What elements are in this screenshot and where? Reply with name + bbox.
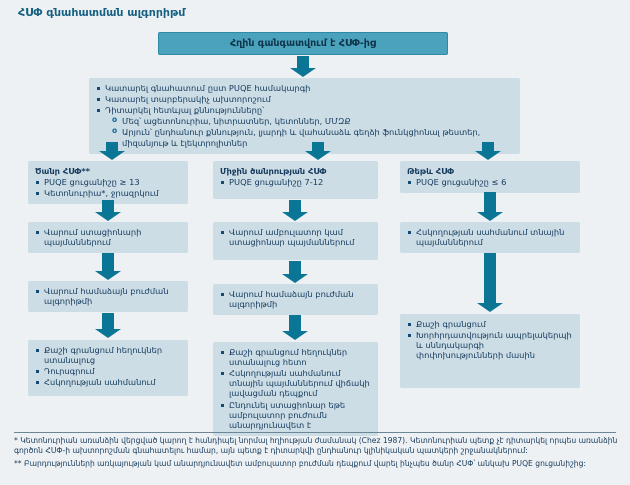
arrow-down-icon [93, 253, 123, 280]
arrow-down-icon [280, 261, 310, 283]
management-box-mild: Հսկողության սահմանում տնային պայմաններու… [400, 222, 580, 254]
algorithm-box-severe: Վարում համաձայն բուժման ալգորիթմի [28, 281, 188, 313]
sub-bullet-item: Մեզ՝ ացետոնուրիա, նիտրատներ, կետոններ, Մ… [112, 115, 513, 126]
bullet-item: Կետոնուրիա*, ջրազրկում [35, 188, 181, 198]
management-box-severe: Վարում ստացիոնարի պայմաններում [28, 222, 188, 254]
assessment-box: Կատարել գնահատում ըստ PUQE համակարգի Կատ… [89, 78, 520, 154]
bullet-item: Վարում համաձայն բուժման ալգորիթմի [35, 286, 181, 306]
severity-title: Միջին ծանրության ՀՍՓ [220, 166, 327, 176]
bullet-item: PUQE ցուցանիշը ≤ 6 [407, 177, 573, 187]
severity-box-severe: Ծանր ՀՍՓ** PUQE ցուցանիշը ≥ 13 Կետոնուրի… [28, 161, 188, 205]
footnote-text: ** Բարդությունների առկայության կամ անարդ… [14, 458, 586, 468]
severity-box-mild: Թեթև ՀՍՓ PUQE ցուցանիշը ≤ 6 [400, 161, 580, 194]
bullet-item: Դիտարկել հետևյալ քննությունները՝ [96, 105, 513, 115]
arrow-down-icon [97, 142, 127, 160]
bullet-item: Վարում ամբուլատոր կամ ստացիոնար պայմաննե… [220, 227, 371, 247]
arrow-down-icon [93, 200, 123, 221]
footnote-divider [14, 432, 616, 433]
bullet-item: Հսկողության սահմանում տնային պայմաններու… [220, 368, 371, 398]
followup-box-severe: Քաշի գրանցում հեղուկներ ստանալուց Դուրսգ… [28, 340, 188, 396]
arrow-down-icon [475, 253, 505, 312]
arrow-down-icon [303, 142, 333, 160]
algorithm-box-moderate: Վարում համաձայն բուժման ալգորիթմի [213, 284, 378, 316]
arrow-down-icon [93, 313, 123, 338]
bullet-item: Դուրսգրում [35, 366, 181, 376]
bullet-item: Կատարել տարբերակիչ ախտորոշում [96, 94, 513, 104]
arrow-down-icon [475, 192, 505, 221]
arrow-down-icon [280, 315, 310, 340]
bullet-item: Կատարել գնահատում ըստ PUQE համակարգի [96, 83, 513, 93]
bullet-item: PUQE ցուցանիշը 7-12 [220, 177, 371, 187]
bullet-item: Քաշի գրանցում հեղուկներ ստանալուց հետո [220, 347, 371, 367]
followup-box-mild: Քաշի գրանցում Խորհրդատվություն ապրելակեր… [400, 314, 580, 388]
arrow-down-icon [473, 142, 503, 160]
bullet-item: Վարում ստացիոնարի պայմաններում [35, 227, 181, 247]
bullet-item: Քաշի գրանցում հեղուկներ ստանալուց [35, 345, 181, 365]
footnote-text: * Կետոնուրիան առանձին վերցված կարող է հա… [14, 436, 618, 455]
severity-title: Ծանր ՀՍՓ** [35, 166, 90, 176]
arrow-down-icon [288, 56, 318, 77]
severity-box-moderate: Միջին ծանրության ՀՍՓ PUQE ցուցանիշը 7-12 [213, 161, 378, 199]
bullet-item: Հսկողության սահմանում [35, 377, 181, 387]
followup-box-moderate: Քաշի գրանցում հեղուկներ ստանալուց հետո Հ… [213, 342, 378, 436]
bullet-item: Խորհրդատվություն ապրելակերպի և սննդակարգ… [407, 330, 573, 360]
sub-bullet-item: Արյուն՝ ընդհանուր քննություն, լյարդի և վ… [112, 126, 513, 147]
start-node: Հղին գանգատվում է ՀՍՓ-ից [158, 32, 448, 55]
page-title: ՀՍՓ գնահատման ալգորիթմ [18, 6, 186, 19]
bullet-item: PUQE ցուցանիշը ≥ 13 [35, 177, 181, 187]
management-box-moderate: Վարում ամբուլատոր կամ ստացիոնար պայմաննե… [213, 222, 378, 260]
severity-title: Թեթև ՀՍՓ [407, 166, 455, 176]
bullet-item: Վարում համաձայն բուժման ալգորիթմի [220, 289, 371, 309]
bullet-item: Քաշի գրանցում [407, 319, 573, 329]
bullet-item: Ընդունել ստացիոնար եթե ամբուլատոր բուժու… [220, 400, 371, 430]
bullet-item: Հսկողության սահմանում տնային պայմաններու… [407, 227, 573, 247]
arrow-down-icon [280, 200, 310, 221]
footnotes: * Կետոնուրիան առանձին վերցված կարող է հա… [14, 436, 618, 472]
